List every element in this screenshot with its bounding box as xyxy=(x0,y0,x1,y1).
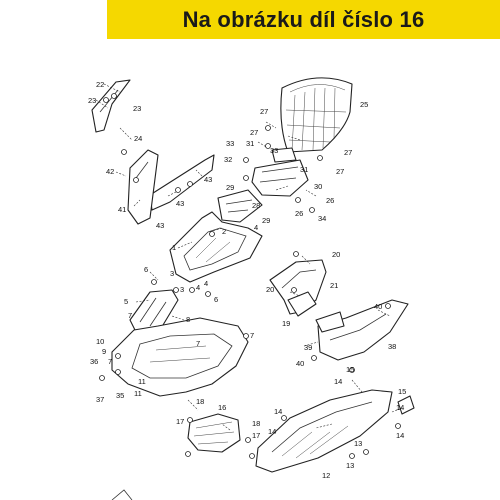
label-14c: 14 xyxy=(268,427,276,436)
label-7b: 7 xyxy=(196,339,200,348)
footboard xyxy=(255,389,393,473)
label-43a: 43 xyxy=(204,175,212,184)
label-23a: 23 xyxy=(88,96,96,105)
label-27a: 27 xyxy=(260,107,268,116)
label-12: 12 xyxy=(322,471,330,480)
label-37: 37 xyxy=(96,395,104,404)
label-35: 35 xyxy=(116,391,124,400)
label-3a: 3 xyxy=(170,269,174,278)
label-3b: 3 xyxy=(180,285,184,294)
side-cover-41 xyxy=(127,149,215,225)
label-4b: 4 xyxy=(196,283,200,292)
leg-shield xyxy=(111,317,249,397)
label-15a: 15 xyxy=(346,365,354,374)
label-32: 32 xyxy=(224,155,232,164)
label-28: 28 xyxy=(252,201,260,210)
label-15b: 15 xyxy=(398,387,406,396)
label-43c: 43 xyxy=(156,221,164,230)
label-33a: 33 xyxy=(226,139,234,148)
label-33b: 33 xyxy=(270,146,278,155)
label-26b: 26 xyxy=(295,209,303,218)
title-banner: Na obrázku díl číslo 16 xyxy=(107,0,500,39)
label-43b: 43 xyxy=(176,199,184,208)
front-inner xyxy=(129,289,179,341)
callout-labels: 22 23 23 24 42 41 43 43 43 25 27 27 27 2… xyxy=(88,80,406,480)
label-4c: 4 xyxy=(204,279,208,288)
leader-lines xyxy=(95,83,403,431)
label-18b: 18 xyxy=(252,419,260,428)
label-41: 41 xyxy=(118,205,126,214)
label-2: 2 xyxy=(222,227,226,236)
corner-fragment xyxy=(111,489,133,500)
label-30: 30 xyxy=(314,182,322,191)
label-21: 21 xyxy=(330,281,338,290)
label-17b: 17 xyxy=(252,431,260,440)
label-6b: 6 xyxy=(214,295,218,304)
label-11b: 11 xyxy=(134,389,142,398)
label-13a: 13 xyxy=(354,439,362,448)
label-9: 9 xyxy=(102,347,106,356)
label-5: 5 xyxy=(124,297,128,306)
label-4a: 4 xyxy=(254,223,258,232)
bracket-15 xyxy=(397,395,415,415)
side-panel-19 xyxy=(269,259,327,317)
label-11a: 11 xyxy=(138,377,146,386)
fasteners xyxy=(99,93,401,459)
label-25: 25 xyxy=(360,100,368,109)
label-1: 1 xyxy=(172,243,176,252)
label-23b: 23 xyxy=(133,104,141,113)
label-26a: 26 xyxy=(326,196,334,205)
label-14d: 14 xyxy=(396,403,404,412)
bracket-inner xyxy=(217,189,263,223)
windshield xyxy=(280,77,353,153)
label-7c: 7 xyxy=(108,357,112,366)
label-10: 10 xyxy=(96,337,104,346)
label-14b: 14 xyxy=(274,407,282,416)
label-42: 42 xyxy=(106,167,114,176)
label-14a: 14 xyxy=(334,377,342,386)
label-40a: 40 xyxy=(374,302,382,311)
label-38: 38 xyxy=(388,342,396,351)
label-13b: 13 xyxy=(346,461,354,470)
label-8: 8 xyxy=(186,315,190,324)
label-7a: 7 xyxy=(128,311,132,320)
label-31b: 31 xyxy=(300,165,308,174)
label-27b: 27 xyxy=(250,128,258,137)
label-19: 19 xyxy=(282,319,290,328)
label-6a: 6 xyxy=(144,265,148,274)
meter-panel xyxy=(251,147,309,197)
label-14e: 14 xyxy=(396,431,404,440)
label-39: 39 xyxy=(304,343,312,352)
label-18a: 18 xyxy=(196,397,204,406)
label-24: 24 xyxy=(134,134,142,143)
label-29b: 29 xyxy=(262,216,270,225)
label-36: 36 xyxy=(90,357,98,366)
label-27c: 27 xyxy=(344,148,352,157)
side-cover-38 xyxy=(315,299,409,361)
front-cover xyxy=(169,211,263,283)
label-17a: 17 xyxy=(176,417,184,426)
label-31a: 31 xyxy=(246,139,254,148)
label-34: 34 xyxy=(318,214,326,223)
label-27d: 27 xyxy=(336,167,344,176)
banner-text: Na obrázku díl číslo 16 xyxy=(182,6,425,32)
label-22: 22 xyxy=(96,80,104,89)
label-40b: 40 xyxy=(296,359,304,368)
label-16: 16 xyxy=(218,403,226,412)
label-20b: 20 xyxy=(266,285,274,294)
label-20a: 20 xyxy=(332,250,340,259)
label-7d: 7 xyxy=(250,331,254,340)
part-16-cover xyxy=(187,413,241,453)
label-29a: 29 xyxy=(226,183,234,192)
